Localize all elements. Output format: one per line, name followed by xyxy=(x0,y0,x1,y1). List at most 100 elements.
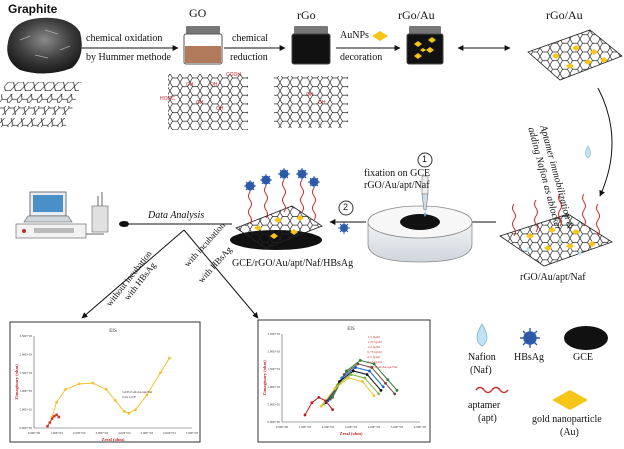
data-point xyxy=(384,381,387,385)
data-point xyxy=(372,394,376,397)
go-group-oh2: OH xyxy=(210,82,218,88)
y-tick-label: 1.50E+03 xyxy=(267,367,280,371)
data-point xyxy=(168,356,171,360)
rgo-title: rGo xyxy=(297,8,316,22)
legend-entry: 1.5 fg/ml xyxy=(368,335,380,339)
x-tick-label: 3.00E+03 xyxy=(95,431,108,435)
hbsag-small-icon xyxy=(338,222,350,234)
data-point xyxy=(48,421,52,424)
data-point xyxy=(46,424,49,428)
rgo-au-jar-icon xyxy=(406,26,444,65)
chart2-plot: 0.00E+00 1.00E+03 2.00E+03 3.00E+03 4.00E+03… xyxy=(262,327,427,436)
x-tick-label: 1.00E+03 xyxy=(50,431,63,435)
data-point xyxy=(386,378,390,382)
x-tick-label: 6.00E+03 xyxy=(163,431,176,435)
data-point xyxy=(319,404,323,408)
data-point xyxy=(358,359,362,362)
data-point xyxy=(333,387,337,390)
x-tick-label: 3.00E+03 xyxy=(345,425,358,429)
legend-nafion-icon xyxy=(476,323,488,347)
y-tick-label: 2.50E+03 xyxy=(19,334,32,338)
x-tick-label: 5.00E+03 xyxy=(141,431,154,435)
data-point xyxy=(379,388,383,392)
x-tick-label: 1.00E+03 xyxy=(299,425,312,429)
go-group-hooc: HOOC xyxy=(160,96,175,102)
data-point xyxy=(354,366,357,369)
final-electrode-label: GCE/rGO/Au/apt/Naf/HBsAg xyxy=(232,258,354,269)
legend-entry: 1.0 fg/ml xyxy=(368,345,380,349)
x-tick-label: 2.00E+03 xyxy=(322,425,335,429)
legend-hbsag-label: HBsAg xyxy=(514,352,545,363)
go-group-oh1: OH xyxy=(186,82,194,88)
data-point xyxy=(50,417,54,421)
y-tick-label: 2.00E+03 xyxy=(19,352,32,356)
data-point xyxy=(159,371,162,375)
data-point xyxy=(370,366,374,369)
potentiostat-icon xyxy=(15,191,109,239)
x-tick-label: 4.00E+03 xyxy=(368,425,381,429)
data-point xyxy=(368,369,371,373)
legend-nafion-label-1: Nafion xyxy=(468,352,496,363)
legend-entry: 0.5 fg/ml xyxy=(368,355,380,359)
y-axis-label: Zimaginary (ohm) xyxy=(262,360,267,396)
data-point xyxy=(349,373,353,376)
chart-title: EIS xyxy=(347,327,355,332)
fixation-label-2: rGO/Au/apt/Naf xyxy=(364,180,430,191)
rgo-au-sheet-icon xyxy=(527,29,623,81)
data-point xyxy=(145,393,149,397)
step2-badge xyxy=(338,200,354,216)
legend-aptamer-label-2: (apt) xyxy=(478,413,497,424)
rgo-group-oh1: OH xyxy=(306,92,314,98)
data-point xyxy=(361,380,364,383)
x-tick-label: 5.00E+03 xyxy=(391,425,404,429)
go-group-oh3: OH xyxy=(196,100,204,106)
nafion-drop-small-icon xyxy=(585,145,591,159)
data-analysis-label: Data Analysis xyxy=(148,210,205,221)
go-sheet-icon xyxy=(168,74,248,130)
data-point xyxy=(57,415,61,419)
dropper-icon xyxy=(421,175,429,217)
rgo-au-title-right: rGo/Au xyxy=(546,8,583,22)
legend-gce-label: GCE xyxy=(573,352,593,363)
arrow-without-incubation xyxy=(81,229,185,319)
y-tick-label: 0.00E+00 xyxy=(267,420,280,424)
legend-aptamer-icon xyxy=(475,386,509,394)
data-point xyxy=(310,401,314,405)
cable-plug-icon xyxy=(119,221,129,227)
fixation-label-1: fixation on GCE xyxy=(364,168,431,179)
data-point xyxy=(347,376,351,380)
legend-entry: GCE/rGO/Au/apt/Naf xyxy=(368,365,399,369)
final-electrode-icon xyxy=(230,168,323,250)
data-point xyxy=(395,388,399,392)
step2-number: 2 xyxy=(343,202,349,212)
chem-ox-label-2: by Hummer methode xyxy=(86,52,171,63)
aunps-label: AuNPs xyxy=(340,30,369,41)
data-point xyxy=(303,413,307,417)
data-point xyxy=(104,387,108,391)
legend-entry: bare GCE xyxy=(122,395,135,399)
data-point xyxy=(377,392,380,396)
data-point xyxy=(77,382,81,386)
data-point xyxy=(113,399,117,402)
x-axis-label: Zreal (ohm) xyxy=(339,431,363,436)
x-tick-label: 6.00E+03 xyxy=(414,425,427,429)
y-tick-label: 2.50E+03 xyxy=(267,332,280,336)
data-point xyxy=(55,413,58,417)
data-point xyxy=(134,408,137,411)
data-point xyxy=(64,387,67,391)
chart-title: EIS xyxy=(109,329,117,334)
go-jar-icon xyxy=(183,26,223,65)
arrow-with-incubation xyxy=(183,229,259,319)
graphite-layers-icon xyxy=(0,82,82,127)
legend-entry: 0.25 fg/ml xyxy=(368,360,382,364)
data-point xyxy=(356,362,360,366)
y-tick-label: 2.00E+03 xyxy=(267,350,280,354)
legend-entry: 0.75 fg/ml xyxy=(368,350,382,354)
data-point xyxy=(372,362,376,366)
data-point xyxy=(351,369,355,373)
legend-nafion-label-2: (Naf) xyxy=(470,365,492,376)
data-point xyxy=(127,411,131,415)
y-axis-label: Zimaginary (ohm) xyxy=(14,364,19,400)
y-tick-label: 0.00E+00 xyxy=(19,426,32,430)
